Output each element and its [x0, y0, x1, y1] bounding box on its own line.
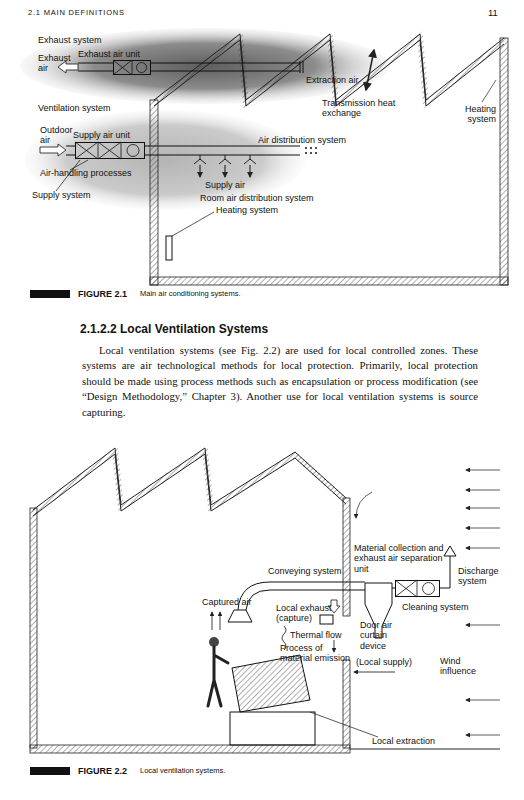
system-label: Conveying system — [268, 566, 342, 576]
figure-caption: Main air conditioning systems. — [140, 290, 240, 299]
ground-line — [350, 749, 500, 750]
figure-caption: Local ventilation systems. — [140, 767, 225, 776]
leader-line — [172, 212, 214, 236]
building-floor — [30, 745, 350, 753]
exhaust-duct — [151, 71, 300, 72]
system-label: Air distribution system — [258, 135, 346, 145]
air-label: Exhaust air — [38, 53, 74, 74]
unit-label: Supply air unit — [73, 130, 130, 140]
captured-air-arrow — [212, 612, 213, 630]
unit-label: Material collection and exhaust air sepa… — [354, 543, 449, 574]
fan-symbol — [127, 145, 139, 157]
building-floor — [150, 277, 508, 285]
building-wall — [150, 100, 158, 285]
outdoor-air-arrow — [40, 144, 66, 156]
discharge-arrow — [444, 546, 456, 556]
roof-hatch — [33, 451, 346, 513]
leader-line — [482, 80, 496, 102]
diffusers — [194, 155, 256, 164]
unit-box: Material collection and exhaust air sepa… — [395, 580, 440, 597]
exhaust-duct — [78, 63, 113, 64]
supply-air-arrow — [225, 165, 226, 177]
figure-number: FIGURE 2.2 — [78, 766, 127, 776]
process-label: Wind influence — [440, 656, 480, 677]
emission-arrow — [334, 640, 335, 652]
process-label: Local exhaust (capture) — [276, 603, 338, 624]
exhaust-duct — [151, 63, 300, 64]
air-handling-cells — [75, 142, 121, 159]
figure-number: FIGURE 2.1 — [78, 289, 127, 299]
system-label: Heating system — [450, 104, 496, 125]
supply-air-arrow — [200, 165, 201, 177]
air-label: Outdoor air — [40, 125, 74, 146]
filter-symbol — [113, 60, 132, 75]
local-supply-arrow — [354, 672, 395, 673]
building-wall — [30, 508, 37, 748]
system-label: Supply system — [32, 190, 91, 200]
supply-duct — [66, 155, 75, 156]
air-label: Captured air — [202, 597, 252, 607]
fan-symbol — [137, 63, 147, 73]
running-head: 2.1 MAIN DEFINITIONS — [28, 9, 125, 18]
section-heading: 2.1.2.2 Local Ventilation Systems — [80, 323, 268, 337]
roof-inner — [33, 454, 346, 516]
supply-duct — [145, 146, 300, 147]
caption-bar — [30, 290, 70, 298]
process-label: Process of material emission — [280, 643, 355, 664]
unit-box: Exhaust air unit — [113, 60, 151, 75]
supply-air-arrow — [250, 165, 251, 177]
building-wall — [343, 660, 350, 748]
filter-symbol — [395, 580, 417, 597]
page-number: 11 — [488, 8, 498, 19]
process-label: (Local supply) — [356, 657, 412, 667]
exhaust-duct — [78, 71, 113, 72]
system-label: Room air distribution system — [200, 193, 314, 203]
captured-air-arrow — [220, 612, 221, 630]
body-paragraph: Local ventilation systems (see Fig. 2.2)… — [82, 343, 478, 420]
air-label: Extraction air — [306, 75, 359, 85]
unit-label: Exhaust air unit — [78, 49, 140, 59]
system-label: Heating system — [216, 205, 278, 215]
transmission-arrow — [366, 70, 370, 90]
supply-duct — [145, 155, 300, 156]
air-label: Supply air — [205, 180, 245, 190]
process-label: Air-handling processes — [40, 168, 132, 178]
supply-duct — [66, 146, 75, 147]
capture-hood — [228, 610, 252, 622]
wind-arrows — [466, 470, 500, 735]
worker-figure — [208, 647, 228, 706]
duct-continuation — [305, 147, 317, 154]
system-label: Exhaust system — [38, 35, 102, 45]
machine-base — [230, 712, 315, 745]
process-label: Local extraction — [372, 736, 435, 746]
air-curtain-device — [320, 615, 333, 624]
system-label: Cleaning system — [402, 602, 469, 612]
unit-box: Supply air unit — [75, 142, 145, 159]
building-wall — [500, 38, 508, 285]
system-label: Ventilation system — [38, 103, 111, 113]
radiator-symbol — [166, 236, 172, 260]
leader-line — [310, 712, 378, 737]
roof-inner — [154, 40, 504, 106]
system-label: Discharge system — [458, 566, 500, 587]
extraction-grille — [300, 61, 303, 73]
wind-arrow — [356, 492, 372, 518]
process-machine — [232, 655, 310, 712]
caption-bar — [30, 767, 70, 775]
fan-symbol — [423, 583, 435, 595]
roof-hatch — [154, 37, 504, 103]
transmission-arrow — [370, 50, 374, 70]
device-label: Door air curtain device — [360, 620, 408, 651]
process-label: Transmission heat exchange — [322, 98, 402, 119]
building-wall — [343, 498, 350, 616]
process-label: Thermal flow — [290, 630, 342, 640]
